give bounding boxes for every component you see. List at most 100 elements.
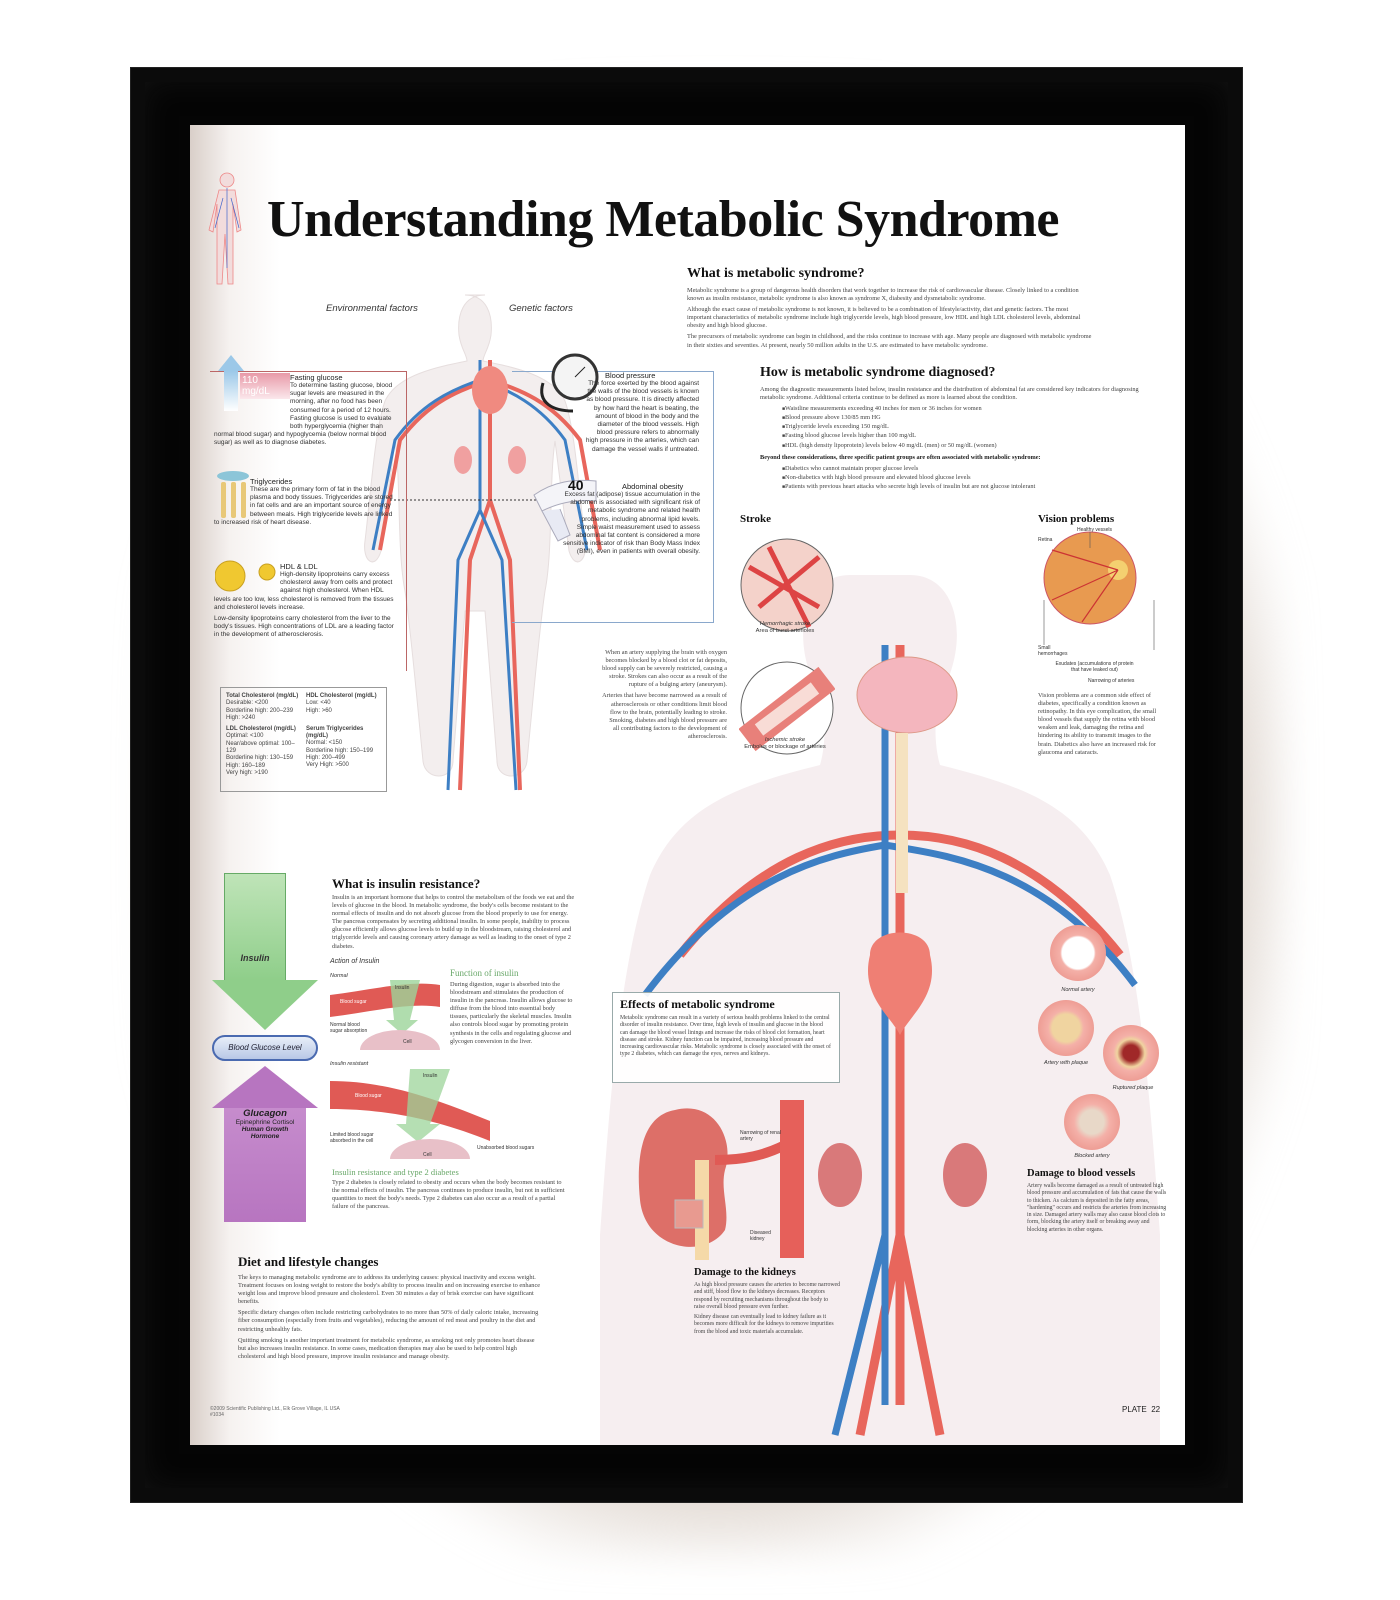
ldl-chol-title: LDL Cholesterol (mg/dL): [226, 726, 296, 733]
chol-row: Optimal: <100: [226, 733, 264, 740]
trig-title: Serum Triglycerides (mg/dL): [306, 725, 364, 740]
chol-row: Borderline high: 130–159: [226, 755, 294, 762]
criteria-item: HDL (high density lipoprotein) levels be…: [782, 442, 1145, 451]
blocked-artery-label: Blocked artery: [1074, 1153, 1110, 1159]
chol-row: High: 160–189: [226, 762, 266, 769]
bp-text: The force exerted by the blood against t…: [585, 380, 699, 453]
total-chol-title: Total Cholesterol (mg/dL): [226, 693, 299, 699]
environmental-factors-label: Environmental factors: [326, 303, 418, 314]
chol-row: Very high: >190: [226, 769, 268, 776]
criteria-item: Fasting blood glucose levels higher than…: [782, 432, 1145, 441]
insulin-resistant-label: Insulin resistant: [330, 1061, 369, 1067]
copyright: ©2009 Scientific Publishing Ltd., Elk Gr…: [210, 1406, 340, 1418]
hdl-heading: HDL & LDL: [280, 562, 318, 571]
stroke-text: When an artery supplying the brain with …: [602, 649, 727, 744]
fasting-text: To determine fasting glucose, blood suga…: [214, 382, 393, 447]
plate-number: PLATE 22: [1122, 1405, 1161, 1414]
chol-row: Normal: <150: [306, 740, 343, 747]
heart-icon: [472, 366, 508, 414]
blocked-artery-illustration: [1064, 1094, 1120, 1150]
kidney-icon: [454, 446, 472, 474]
kidneys-p2: Kidney disease can eventually lead to ki…: [694, 1314, 834, 1335]
effects-heading: Effects of metabolic syndrome: [620, 997, 775, 1011]
stroke-heading: Stroke: [740, 513, 771, 525]
vessels-heading: Damage to blood vessels: [1027, 1168, 1136, 1179]
diet-p2: Specific dietary changes often include r…: [238, 1309, 539, 1333]
normal-artery-illustration: [1050, 925, 1106, 981]
heart-icon: [867, 932, 933, 1035]
what-p3: The precursors of metabolic syndrome can…: [687, 333, 1092, 349]
blood-sugar-label: Blood sugar: [340, 999, 367, 1005]
kidneys-p1: As high blood pressure causes the arteri…: [694, 1282, 841, 1310]
group-item: Patients with previous heart attacks who…: [782, 483, 1145, 492]
hemorrhagic-sub: Area of burst arterioles: [755, 628, 815, 634]
bp-section: Blood pressure The force exerted by the …: [585, 371, 715, 454]
diet-heading: Diet and lifestyle changes: [238, 1254, 379, 1269]
exudates-label: Exudates (accumulations of protein that …: [1055, 661, 1134, 673]
glucagon-label: Glucagon: [243, 1108, 287, 1119]
obesity-text: Excess fat (adipose) tissue accumulation…: [563, 491, 700, 556]
bp-obesity-box: [512, 371, 714, 623]
chol-row: Borderline high: 200–239: [226, 707, 294, 714]
risk-factors-box: [210, 371, 407, 671]
chol-row: Borderline high: 150–199: [306, 747, 374, 754]
effects-box: Effects of metabolic syndrome Metabolic …: [612, 992, 840, 1083]
chol-row: Desirable: <200: [226, 700, 269, 707]
measuring-tape-icon: [533, 479, 597, 542]
chol-row: High: 200–499: [306, 755, 346, 762]
vision-text: Vision problems are a common side effect…: [1038, 692, 1157, 756]
hemorrhagic-stroke-illustration: [740, 538, 834, 632]
obesity-heading: Abdominal obesity: [622, 482, 684, 491]
triglycerides-icon: [217, 471, 249, 518]
kidney-icon: [943, 1143, 987, 1207]
ruptured-plaque-illustration: [1103, 1025, 1159, 1081]
limited-absorption-label: Limited blood sugar absorbed in the cell: [330, 1132, 374, 1144]
fasting-section: Fasting glucose To determine fasting glu…: [214, 373, 394, 448]
glucose-badge: 110 mg/dL: [240, 373, 290, 399]
hdl-text: High-density lipoproteins carry excess c…: [214, 571, 394, 611]
up-arrow-icon: [212, 1066, 318, 1108]
stroke-p1: When an artery supplying the brain with …: [602, 649, 727, 689]
criteria-item: Triglyceride levels exceeding 150 mg/dL: [782, 423, 1145, 432]
normal-artery-label: Normal artery: [1061, 987, 1095, 993]
bp-heading: Blood pressure: [605, 371, 656, 380]
down-arrow-icon: [212, 980, 318, 1030]
diagnosed-intro: Among the diagnostic measurements listed…: [760, 386, 1139, 402]
insulin-arrow-label: Insulin: [240, 953, 270, 963]
insulin-text: Insulin is an important hormone that hel…: [332, 894, 575, 950]
insulin-label: Insulin: [423, 1073, 438, 1079]
what-heading: What is metabolic syndrome?: [687, 266, 865, 281]
chol-row: High: >60: [306, 707, 332, 714]
hemorrhages-label: Small hemorrhages: [1038, 645, 1068, 657]
triglycerides-section: Triglycerides These are the primary form…: [214, 477, 394, 527]
plaque-artery-illustration: [1038, 1000, 1094, 1056]
normal-label: Normal: [330, 973, 348, 979]
vision-heading: Vision problems: [1038, 513, 1115, 525]
ruptured-plaque-label: Ruptured plaque: [1112, 1085, 1154, 1091]
what-section: What is metabolic syndrome? Metabolic sy…: [687, 266, 1092, 353]
poster-title: Understanding Metabolic Syndrome: [267, 191, 1059, 248]
retina-label: Retina: [1038, 537, 1053, 543]
insulin-label: Insulin: [395, 985, 410, 991]
group-item: Diabetics who cannot maintain proper glu…: [782, 465, 1145, 474]
insulin-heading: What is insulin resistance?: [332, 876, 481, 891]
obesity-section: Abdominal obesity Excess fat (adipose) t…: [560, 482, 700, 557]
copyright-text: ©2009 Scientific Publishing Ltd., Elk Gr…: [210, 1406, 340, 1412]
ischemic-title: Ischemic stroke: [764, 737, 806, 743]
kidney-icon: [508, 446, 526, 474]
diet-p3: Quitting smoking is another important tr…: [238, 1336, 535, 1360]
lipoprotein-icon: [215, 560, 276, 592]
diagnosed-section: How is metabolic syndrome diagnosed? Amo…: [760, 365, 1145, 492]
blood-sugar-label: Blood sugar: [355, 1093, 382, 1099]
function-heading: Function of insulin: [450, 968, 519, 978]
t2-text: Type 2 diabetes is closely related to ob…: [332, 1179, 565, 1211]
narrowing-renal-label: Narrowing of renal artery: [740, 1130, 781, 1142]
torso-circulation-illustration: [600, 575, 1160, 1445]
kidney-damage-illustration: [638, 1100, 804, 1260]
hemorrhagic-title: Hemorrhagic stroke: [759, 621, 811, 627]
diet-p1: The keys to managing metabolic syndrome …: [238, 1274, 541, 1306]
group-item: Non-diabetics with high blood pressure a…: [782, 474, 1145, 483]
vessels-text: Artery walls become damaged as a result …: [1027, 1183, 1167, 1233]
